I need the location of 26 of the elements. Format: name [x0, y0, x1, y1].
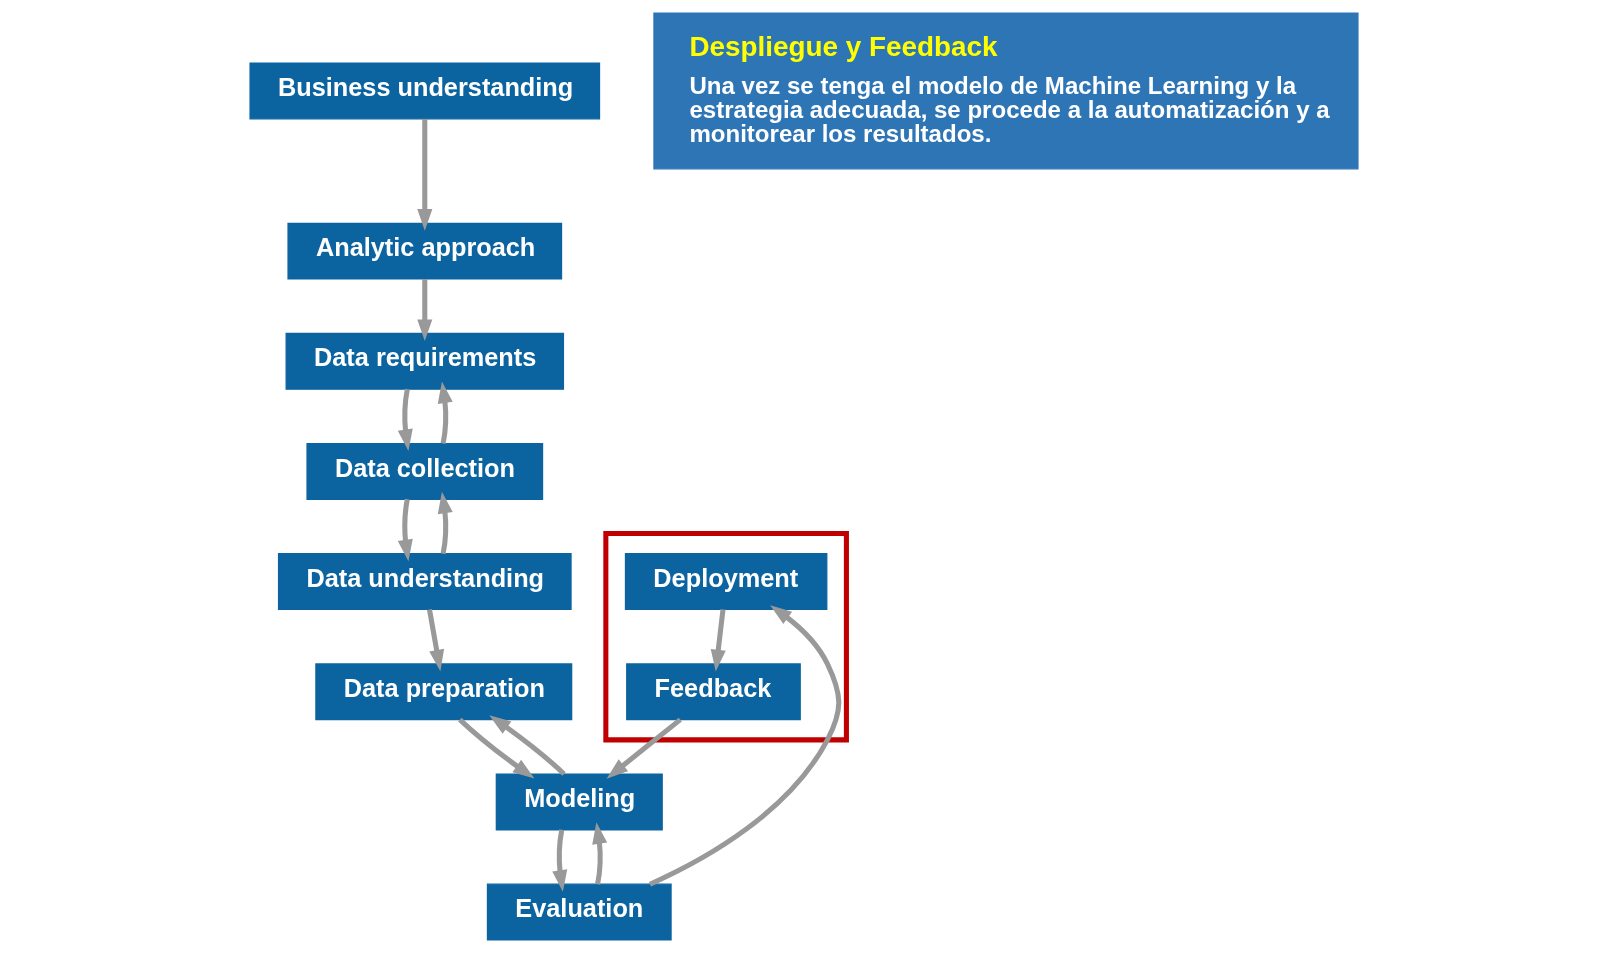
- node-box: Data requirements: [285, 332, 565, 390]
- node-box: Despliegue y Feedback Una vez se tenga el modelo de Machine Learning y la estrategia adecuada, se procede a la automatización y a monitorear los resultados.: [653, 12, 1359, 170]
- arrow: [417, 118, 433, 231]
- arrow: [427, 609, 445, 672]
- node-box: Modeling: [495, 773, 663, 831]
- arrow: [552, 829, 568, 892]
- node-box: Deployment: [624, 553, 828, 611]
- arrow: [458, 717, 535, 779]
- arrow: [592, 822, 608, 885]
- arrow: [606, 717, 682, 779]
- arrow: [648, 605, 842, 887]
- arrow: [489, 715, 566, 776]
- arrow: [417, 279, 433, 341]
- node-box: Feedback: [626, 663, 801, 721]
- node-box: Analytic approach: [287, 222, 563, 280]
- arrow: [710, 609, 726, 672]
- arrow: [397, 388, 413, 452]
- node-box: Data preparation: [315, 663, 573, 721]
- node-box: Business understanding: [249, 62, 601, 120]
- node-box: Data collection: [306, 442, 544, 500]
- cluster: [603, 530, 849, 743]
- node-box: Evaluation: [486, 883, 672, 941]
- node-box: Data understanding: [277, 553, 572, 611]
- arrow: [437, 381, 453, 444]
- arrow: [437, 491, 453, 555]
- arrow: [397, 498, 413, 562]
